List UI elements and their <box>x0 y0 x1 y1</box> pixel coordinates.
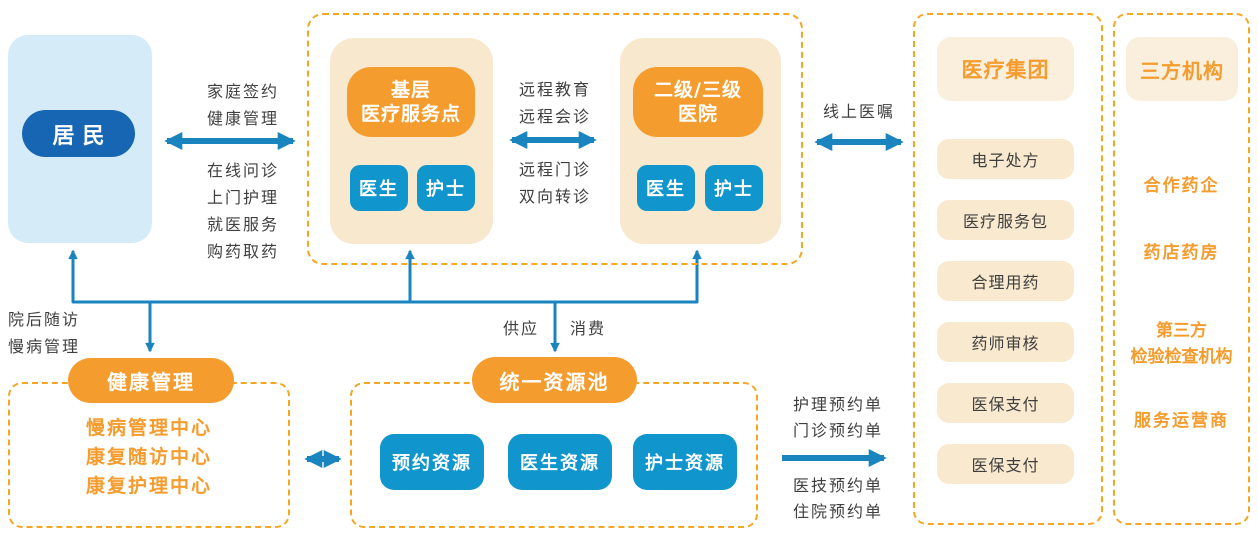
supply-label: 供应 <box>503 319 540 338</box>
medical-group-item: 医保支付 <box>937 444 1074 484</box>
health-management-item: 慢病管理中心 <box>85 417 212 439</box>
third-party-item: 第三方 检验检查机构 <box>1130 321 1233 367</box>
online-order-label: 线上医嘱 <box>822 102 895 121</box>
order-flow-top-label: 护理预约单 门诊预约单 <box>792 395 883 440</box>
third-party-item: 药店药房 <box>1143 243 1220 263</box>
health-management-title: 健康管理 <box>68 358 234 403</box>
medical-group-item: 电子处方 <box>937 139 1074 179</box>
medical-group-panel <box>913 13 1103 525</box>
service-network-panel <box>307 13 803 265</box>
medical-group-item: 医保支付 <box>937 383 1074 423</box>
health-management-item: 康复护理中心 <box>85 475 212 497</box>
resident-link-bottom-label: 在线问诊 上门护理 就医服务 购药取药 <box>206 161 279 261</box>
resident-label: 居民 <box>52 123 113 149</box>
followup-label: 院后随访 慢病管理 <box>8 310 81 356</box>
medical-group-item: 药师审核 <box>937 322 1074 362</box>
resident-link-top-label: 家庭签约 健康管理 <box>206 82 279 128</box>
health-management-item: 康复随访中心 <box>85 446 212 468</box>
order-flow-bottom-label: 医技预约单 住院预约单 <box>792 476 883 521</box>
medical-group-header: 医疗集团 <box>937 37 1074 101</box>
resource-pool-title: 统一资源池 <box>472 357 637 403</box>
third-party-item: 服务运营商 <box>1134 411 1229 431</box>
medical-group-item: 合理用药 <box>937 261 1074 301</box>
remote-link-top-label: 远程教育 远程会诊 <box>518 80 591 126</box>
primary-doctor-node: 医生 <box>350 165 408 211</box>
resident-node: 居民 <box>22 110 135 157</box>
resource-node-nurse: 护士资源 <box>633 434 737 490</box>
remote-link-bottom-label: 远程门诊 双向转诊 <box>518 160 591 206</box>
third-party-header: 三方机构 <box>1126 37 1238 101</box>
hospital-doctor-node: 医生 <box>637 165 695 211</box>
third-party-panel <box>1113 13 1250 525</box>
primary-nurse-node: 护士 <box>417 165 475 211</box>
primary-site-title: 基层 医疗服务点 <box>347 67 475 137</box>
hospital-nurse-node: 护士 <box>705 165 763 211</box>
health-management-items: 慢病管理中心 康复随访中心 康复护理中心 <box>8 414 290 501</box>
medical-group-item: 医疗服务包 <box>937 200 1074 240</box>
resource-node-doctor: 医生资源 <box>508 434 612 490</box>
hospital-title: 二级/三级 医院 <box>633 67 763 137</box>
third-party-item: 合作药企 <box>1143 176 1220 196</box>
resource-node-booking: 预约资源 <box>380 434 484 490</box>
consume-label: 消费 <box>570 319 607 338</box>
